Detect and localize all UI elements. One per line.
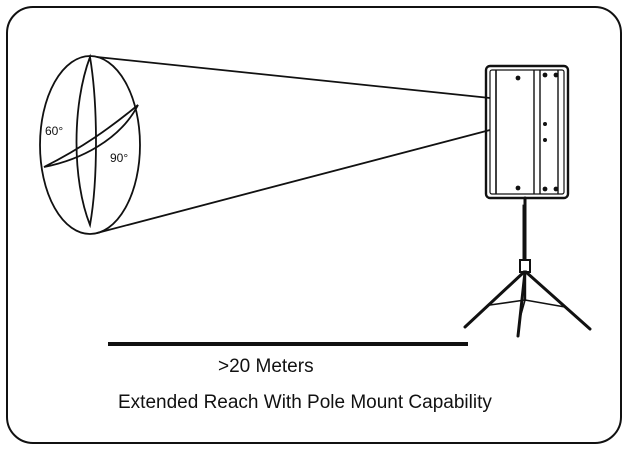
diagram-border	[6, 6, 622, 444]
vertical-angle-label: 60°	[45, 124, 63, 138]
dispersion-cone	[39, 55, 491, 235]
speaker-cabinet-icon	[484, 64, 570, 200]
vertical-angle-arc	[75, 53, 97, 229]
cone-lower-edge	[96, 129, 491, 234]
cone-upper-edge	[96, 56, 491, 99]
feature-caption: Extended Reach With Pole Mount Capabilit…	[118, 392, 492, 413]
cone-cross-section	[39, 55, 141, 235]
tripod-stand-icon	[463, 196, 592, 338]
horizontal-angle-arc	[43, 104, 139, 168]
horizontal-angle-label: 90°	[110, 151, 128, 165]
distance-label: >20 Meters	[218, 356, 314, 377]
